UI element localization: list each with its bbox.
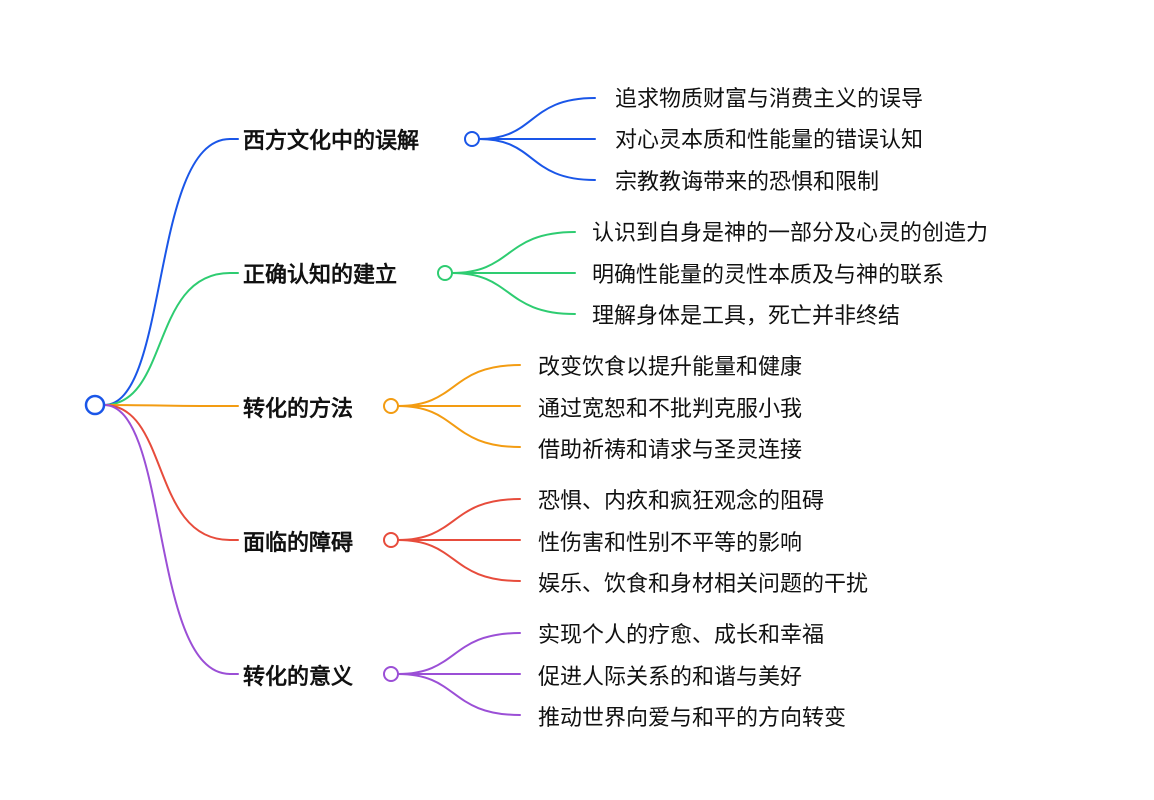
leaf-label-0-0: 追求物质财富与消费主义的误导	[615, 87, 923, 112]
leaf-label-1-2: 理解身体是工具，死亡并非终结	[592, 304, 900, 329]
root-to-branch-connector-2	[103, 404, 231, 407]
branch-node-0[interactable]	[464, 131, 480, 147]
root-to-branch-connector-4	[103, 404, 231, 675]
leaf-label-2-2: 借助祈祷和请求与圣灵连接	[538, 438, 802, 463]
leaf-label-2-0: 改变饮食以提升能量和健康	[538, 355, 802, 380]
root-to-branch-connector-3	[103, 404, 231, 541]
branch-label-4: 转化的意义	[243, 664, 353, 690]
branch-label-1: 正确认知的建立	[243, 262, 397, 288]
root-to-branch-connector-0	[103, 138, 231, 406]
leaf-label-4-2: 推动世界向爱与和平的方向转变	[538, 706, 846, 731]
leaf-connector-3-0	[397, 498, 521, 541]
leaf-connector-0-2	[478, 138, 596, 181]
leaf-label-3-1: 性伤害和性别不平等的影响	[538, 531, 802, 556]
leaf-label-4-1: 促进人际关系的和谐与美好	[538, 665, 802, 690]
leaf-connector-3-2	[397, 539, 521, 582]
branch-label-3: 面临的障碍	[243, 530, 353, 556]
root-to-branch-connector-1	[103, 272, 231, 406]
leaf-connector-0-0	[478, 97, 596, 140]
mindmap-nodes: 西方文化中的误解 追求物质财富与消费主义的误导 对心灵本质和性能量的错误认知 宗…	[84, 87, 988, 731]
branch-node-2[interactable]	[383, 398, 399, 414]
branch-node-3[interactable]	[383, 532, 399, 548]
leaf-connector-2-0	[397, 364, 521, 407]
leaf-label-1-1: 明确性能量的灵性本质及与神的联系	[592, 263, 944, 288]
branch-label-0: 西方文化中的误解	[243, 128, 419, 154]
leaf-label-3-0: 恐惧、内疚和疯狂观念的阻碍	[538, 489, 824, 514]
leaf-connector-4-0	[397, 632, 521, 675]
leaf-connector-4-2	[397, 673, 521, 716]
branch-label-2: 转化的方法	[243, 396, 353, 422]
leaf-label-0-1: 对心灵本质和性能量的错误认知	[615, 128, 923, 153]
leaf-label-0-2: 宗教教诲带来的恐惧和限制	[615, 170, 879, 195]
leaf-connector-1-0	[451, 231, 576, 274]
branch-node-4[interactable]	[383, 666, 399, 682]
leaf-label-3-2: 娱乐、饮食和身材相关问题的干扰	[538, 572, 868, 597]
leaf-connector-1-2	[451, 272, 576, 315]
root-node[interactable]	[84, 394, 106, 416]
mindmap-edges	[103, 97, 596, 716]
leaf-connector-2-2	[397, 405, 521, 448]
leaf-label-4-0: 实现个人的疗愈、成长和幸福	[538, 623, 824, 648]
leaf-label-2-1: 通过宽恕和不批判克服小我	[538, 397, 802, 422]
branch-node-1[interactable]	[437, 265, 453, 281]
leaf-label-1-0: 认识到自身是神的一部分及心灵的创造力	[592, 221, 988, 246]
